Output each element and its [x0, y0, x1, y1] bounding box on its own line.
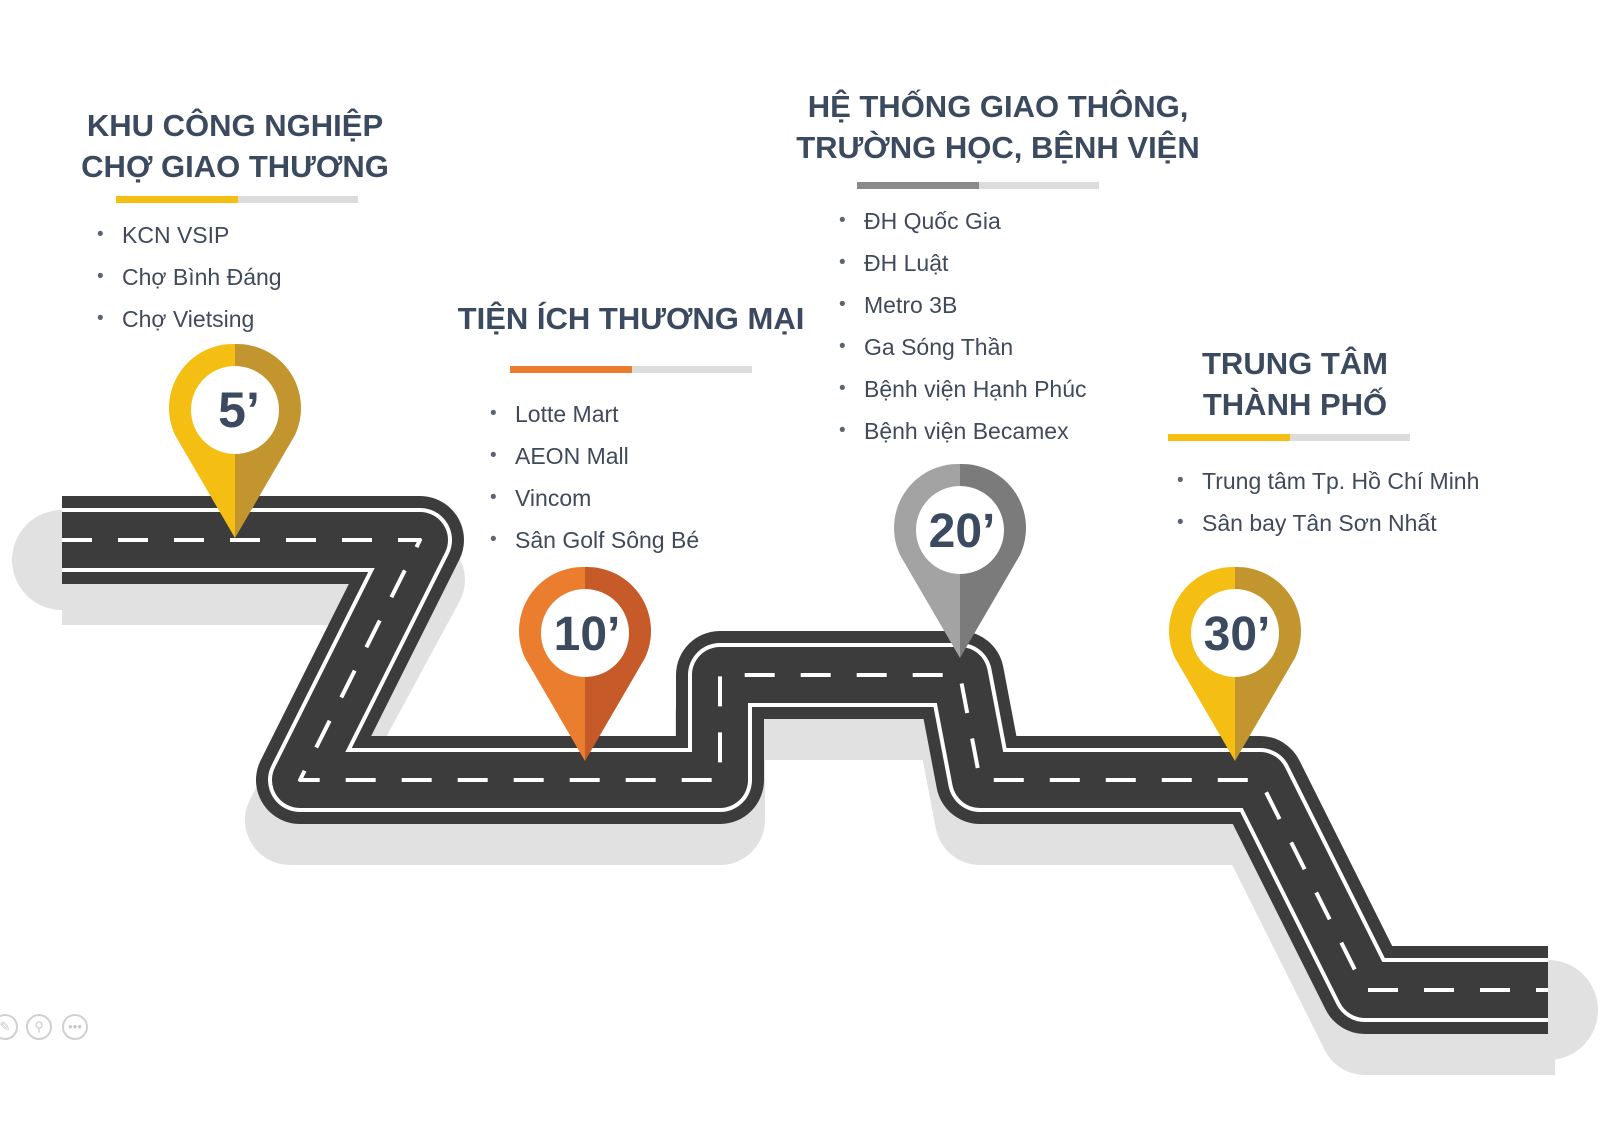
list-item: Sân bay Tân Sơn Nhất	[1172, 502, 1479, 544]
edit-icon[interactable]: ✎	[0, 1014, 18, 1040]
pin-label: 10’	[554, 608, 621, 661]
list-item: ĐH Quốc Gia	[834, 200, 1087, 242]
pin-label: 30’	[1204, 608, 1271, 661]
list-item: ĐH Luật	[834, 242, 1087, 284]
stop-list: Trung tâm Tp. Hồ Chí Minh Sân bay Tân Sơ…	[1172, 460, 1479, 544]
road-body	[62, 496, 1548, 1034]
title-underline	[116, 196, 358, 203]
more-icon[interactable]: •••	[62, 1014, 88, 1040]
stop-title: KHU CÔNG NGHIỆP CHỢ GIAO THƯƠNG	[81, 108, 389, 184]
pin-label: 20’	[929, 505, 996, 558]
stop-list: KCN VSIP Chợ Bình Đáng Chợ Vietsing	[92, 214, 282, 340]
stop-title: TRUNG TÂM THÀNH PHỐ	[1202, 346, 1388, 422]
list-item: Chợ Bình Đáng	[92, 256, 282, 298]
list-item: Ga Sóng Thần	[834, 326, 1087, 368]
list-item: Sân Golf Sông Bé	[485, 519, 699, 561]
pin-5-min: 5’	[169, 343, 301, 538]
pin-30-min: 30’	[1169, 566, 1301, 761]
list-item: AEON Mall	[485, 435, 699, 477]
pin-10-min: 10’	[519, 566, 651, 761]
list-item: Metro 3B	[834, 284, 1087, 326]
title-underline	[857, 182, 1099, 189]
list-item: Chợ Vietsing	[92, 298, 282, 340]
stop-title: HỆ THỐNG GIAO THÔNG, TRƯỜNG HỌC, BỆNH VI…	[796, 89, 1200, 165]
list-item: KCN VSIP	[92, 214, 282, 256]
pin-20-min: 20’	[894, 463, 1026, 658]
list-item: Vincom	[485, 477, 699, 519]
stop-list: ĐH Quốc Gia ĐH Luật Metro 3B Ga Sóng Thầ…	[834, 200, 1087, 452]
stop-title: TIỆN ÍCH THƯƠNG MẠI	[457, 301, 805, 336]
list-item: Bệnh viện Becamex	[834, 410, 1087, 452]
list-item: Trung tâm Tp. Hồ Chí Minh	[1172, 460, 1479, 502]
pin-label: 5’	[218, 382, 260, 438]
title-underline	[510, 366, 752, 373]
title-underline	[1168, 434, 1410, 441]
stop-list: Lotte Mart AEON Mall Vincom Sân Golf Sôn…	[485, 393, 699, 561]
zoom-icon[interactable]: ⚲	[26, 1014, 52, 1040]
list-item: Lotte Mart	[485, 393, 699, 435]
list-item: Bệnh viện Hạnh Phúc	[834, 368, 1087, 410]
